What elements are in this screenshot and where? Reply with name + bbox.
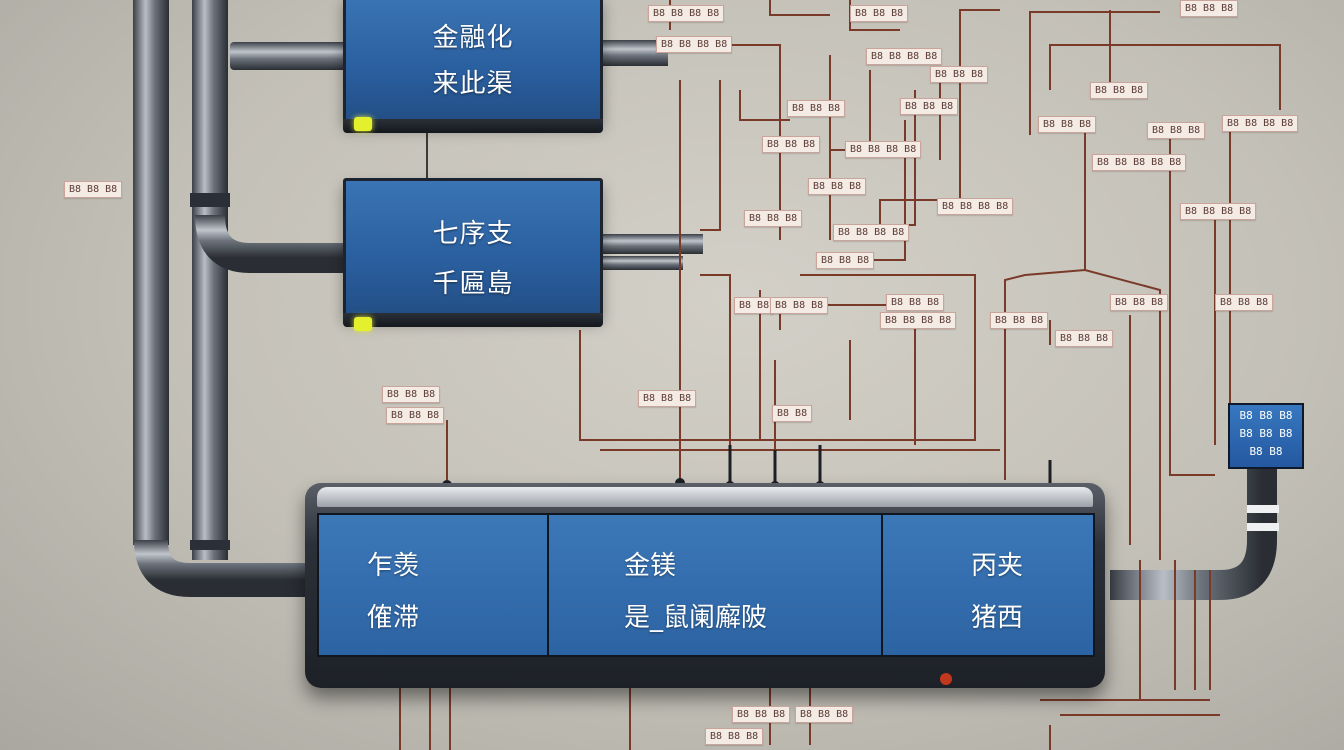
wire-label: B8 B8 B8 [638, 390, 697, 407]
main-unit-top [317, 487, 1093, 507]
wire-label: B8 B8 B8 [732, 706, 791, 723]
wire-label: B8 B8 B8 B8 [866, 48, 943, 65]
wire-label: B8 B8 B8 [816, 252, 875, 269]
wire-label: B8 B8 B8 [808, 178, 867, 195]
wire-label: B8 B8 B8 [990, 312, 1049, 329]
module-box-1-base [343, 119, 603, 133]
wire-label: B8 B8 B8 [382, 386, 441, 403]
wire-label: B8 B8 B8 [1215, 294, 1274, 311]
wire-label: B8 B8 B8 B8 [833, 224, 910, 241]
side-unit-line-1: B8 B8 B8 [1239, 409, 1293, 422]
wire-label: B8 B8 B8 [762, 136, 821, 153]
wire-label: B8 B8 B8 [850, 5, 909, 22]
side-unit-line-2: B8 B8 B8 [1239, 427, 1293, 440]
wire-label: B8 B8 B8 [900, 98, 959, 115]
wire-label: B8 B8 B8 [386, 407, 445, 424]
wire-label: B8 B8 B8 [1110, 294, 1169, 311]
wire-label: B8 B8 B8 [930, 66, 989, 83]
main-panel-right-subtitle: 猪西 [971, 603, 1024, 633]
wire-label: B8 B8 [772, 405, 813, 422]
wire-label: B8 B8 B8 B8 [1222, 115, 1299, 132]
wire-label: B8 B8 B8 [1147, 122, 1206, 139]
wire-label: B8 B8 B8 B8 [1180, 203, 1257, 220]
main-unit: 乍羡 傕滞 金镁 是_鼠阑廨陂 丙夹 猪西 [305, 483, 1105, 688]
main-panel-left-subtitle: 傕滞 [367, 603, 420, 633]
module-box-1-title: 金融化 [432, 23, 514, 53]
main-panel-right[interactable]: 丙夹 猪西 [881, 513, 1095, 657]
main-panel-center[interactable]: 金镁 是_鼠阑廨陂 [547, 513, 883, 657]
wire-label: B8 B8 B8 [705, 728, 764, 745]
wire-label: B8 B8 B8 [1055, 330, 1114, 347]
main-panel-left-title: 乍羡 [367, 551, 420, 581]
main-panel-left[interactable]: 乍羡 傕滞 [317, 513, 549, 657]
module-box-2-base [343, 313, 603, 327]
wire-label: B8 B8 B8 B8 [937, 198, 1014, 215]
wire-label: B8 B8 B8 [787, 100, 846, 117]
wire-label: B8 B8 B8 [744, 210, 803, 227]
wire-label: B8 B8 B8 B8 [880, 312, 957, 329]
main-panel-center-title: 金镁 [624, 551, 677, 581]
status-led-1 [354, 117, 372, 131]
wire-label: B8 B8 B8 B8 [656, 36, 733, 53]
main-panel-center-subtitle: 是_鼠阑廨陂 [624, 603, 768, 633]
module-box-2[interactable]: 七序支 千匾島 [343, 178, 603, 327]
main-panel-right-title: 丙夹 [971, 551, 1024, 581]
wire-label: B8 B8 B8 B8 [845, 141, 922, 158]
side-unit-line-3: B8 B8 [1249, 445, 1283, 458]
wire-label: B8 B8 B8 B8 B8 [1092, 154, 1187, 171]
wire-label: B8 B8 B8 B8 [648, 5, 725, 22]
wire-label: B8 B8 B8 [770, 297, 829, 314]
wire-label: B8 B8 B8 [64, 181, 123, 198]
wire-label: B8 B8 B8 [1180, 0, 1239, 17]
module-box-1-subtitle: 来此渠 [432, 69, 514, 99]
wire-label: B8 B8 B8 [1038, 116, 1097, 133]
module-box-1[interactable]: 金融化 来此渠 [343, 0, 603, 133]
pipe-left-outer [133, 0, 169, 545]
pipe-left-inner [192, 0, 228, 560]
module-box-2-subtitle: 千匾島 [432, 269, 514, 299]
module-box-2-title: 七序支 [432, 219, 514, 249]
power-indicator [940, 673, 952, 685]
status-led-2 [354, 317, 372, 331]
wire-label: B8 B8 B8 [1090, 82, 1149, 99]
wire-label: B8 B8 B8 [795, 706, 854, 723]
wire-label: B8 B8 B8 [886, 294, 945, 311]
side-unit[interactable]: B8 B8 B8 B8 B8 B8 B8 B8 [1228, 403, 1304, 469]
wire-label: B8 B8 [734, 297, 775, 314]
